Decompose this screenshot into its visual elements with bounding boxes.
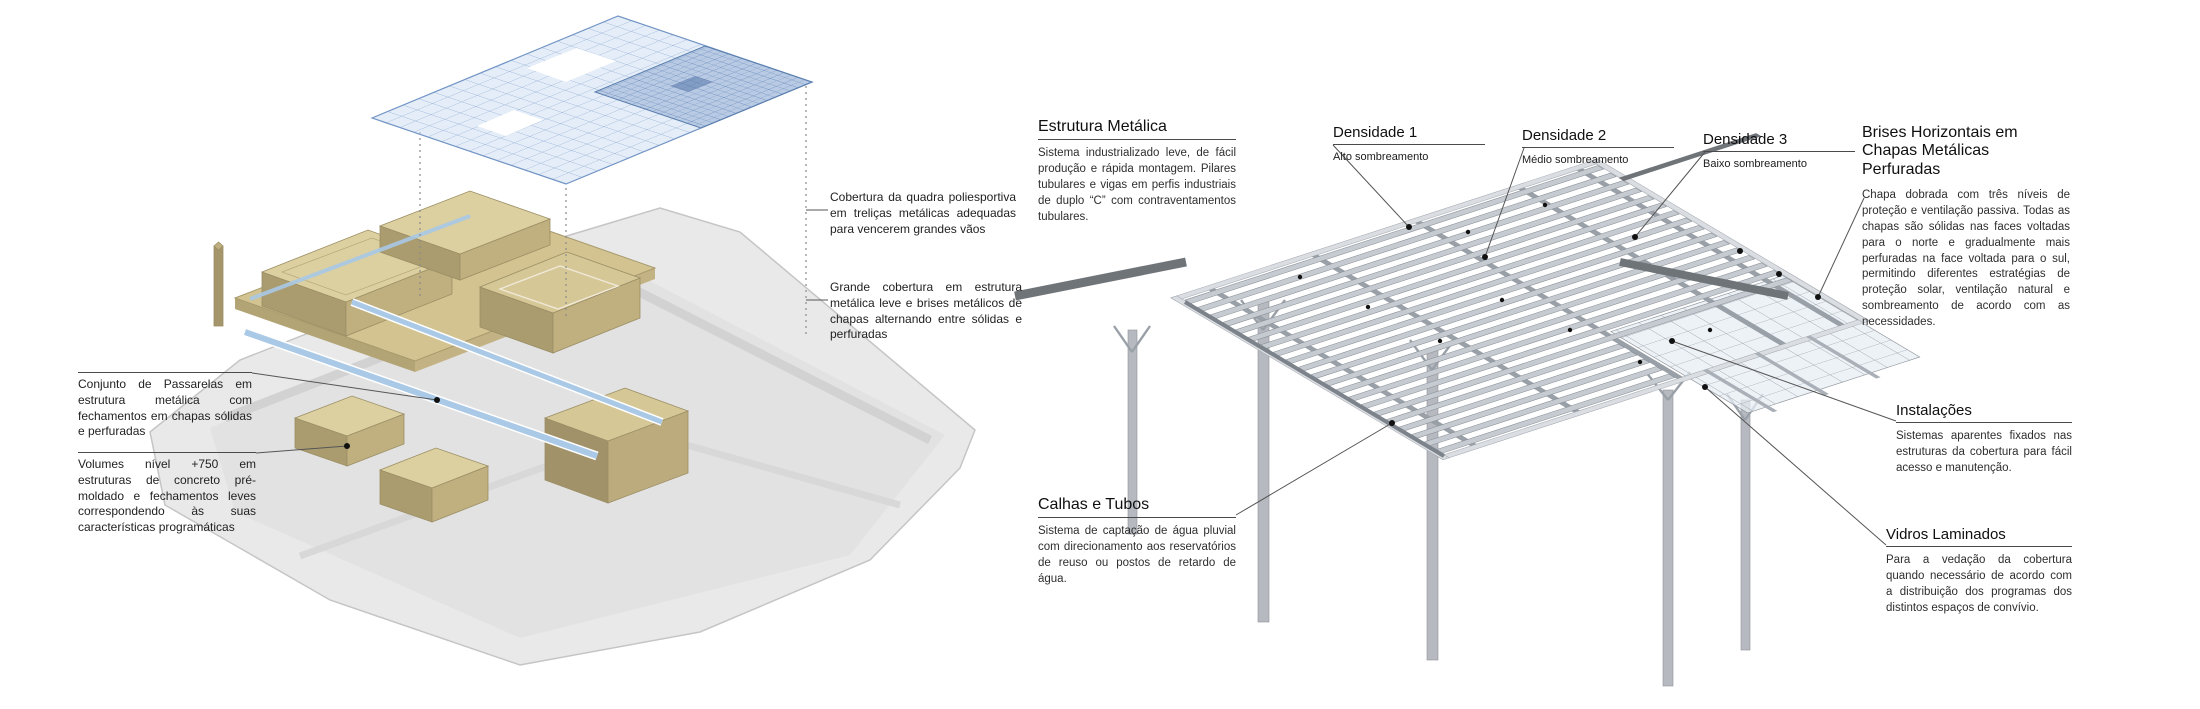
roof-opening [477,110,543,136]
annotation-title: Vidros Laminados [1886,526,2072,548]
annotation-grande-cobertura: Grande cobertura em estrutura metálica l… [830,280,1022,343]
walkways [243,214,664,461]
steel-beam-right [1619,258,1789,300]
annotation-body: Sistema de captação de água pluvial com … [1038,525,1236,585]
steel-beam-top-right [1618,133,1762,181]
left-diagram-group [149,15,976,666]
annotation-text: Volumes nível +750 em estruturas de conc… [78,457,256,535]
gutter-supports [1702,335,1881,413]
annotation-title: Calhas e Tubos [1038,496,1236,519]
annotation-body: Sistema industrializado leve, de fácil p… [1038,147,1236,223]
annotation-estrutura-metalica: Estrutura Metálica Sistema industrializa… [1038,118,1236,226]
annotation-text: Conjunto de Passarelas em estrutura metá… [78,377,252,439]
annotation-title: Instalações [1896,402,2072,424]
annotation-vidros-laminados: Vidros Laminados Para a vedação da cober… [1886,526,2072,617]
annotation-passarelas: Conjunto de Passarelas em estrutura metá… [78,372,252,440]
steel-beam-left [1014,257,1187,301]
right-diagram-group [1014,133,1921,687]
annotation-subtitle: Alto sombreamento [1333,151,1429,164]
annotation-subtitle: Baixo sombreamento [1703,158,1807,171]
annotation-cobertura-quadra: Cobertura da quadra poliesportiva em tre… [830,190,1016,237]
annotation-body: Sistemas aparentes fixados nas estrutura… [1896,430,2072,474]
annotation-body: Para a vedação da cobertura quando neces… [1886,554,2072,614]
annotation-text: Cobertura da quadra poliesportiva em tre… [830,190,1016,236]
annotation-brises: Brises Horizontais em Chapas Metálicas P… [1862,124,2070,331]
annotation-title: Densidade 3 [1703,131,1855,153]
lattice-roof [370,15,814,185]
annotation-subtitle: Médio sombreamento [1522,154,1629,167]
explode-guide-lines [419,86,807,335]
roof-reference-dots [1297,202,1713,365]
gutter-line [1183,300,1446,458]
steel-columns [1113,299,1764,687]
annotation-title: Brises Horizontais em Chapas Metálicas P… [1862,124,2018,178]
annotation-text: Grande cobertura em estrutura metálica l… [830,280,1022,342]
annotation-title: Estrutura Metálica [1038,118,1236,141]
leader-lines [251,144,1897,546]
annotation-calhas-tubos: Calhas e Tubos Sistema de captação de ág… [1038,496,1236,588]
annotation-title: Densidade 1 [1333,124,1485,146]
annotation-title: Densidade 2 [1522,127,1674,149]
court-roof-core [670,76,713,92]
roof-opening [527,48,616,82]
annotation-densidade-1: Densidade 1 Alto sombreamento [1333,124,1485,163]
annotation-densidade-3: Densidade 3 Baixo sombreamento [1703,131,1855,170]
annotation-volumes: Volumes nível +750 em estruturas de conc… [78,452,256,536]
annotation-densidade-2: Densidade 2 Médio sombreamento [1522,127,1674,166]
annotation-instalacoes: Instalações Sistemas aparentes fixados n… [1896,402,2072,477]
annotation-body: Chapa dobrada com três níveis de proteçã… [1862,189,2070,329]
